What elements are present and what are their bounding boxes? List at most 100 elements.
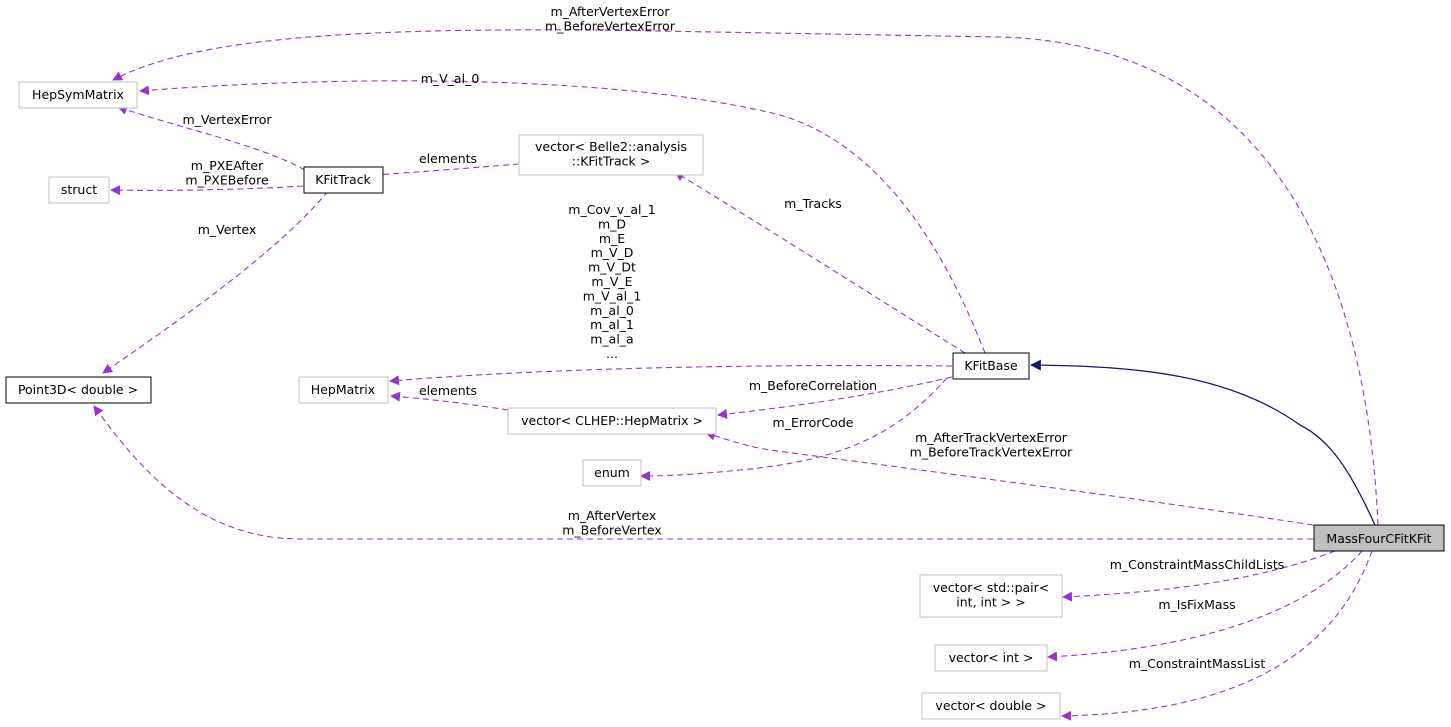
label-line: KFitTrack [315,172,371,187]
edges [93,29,1379,721]
label-line: Point3D< double > [18,382,138,397]
node-vector-pair[interactable]: vector< std::pair<int, int > > [919,574,1063,618]
label-line: m_V_Dt [588,260,636,275]
label-line: m_V_al_0 [421,71,480,86]
node-vector-kfittrack[interactable]: vector< Belle2::analysis::KFitTrack > [518,134,704,176]
label-line: vector< CLHEP::HepMatrix > [521,413,703,428]
label-line: vector< int > [949,650,1034,665]
label-line: m_AfterVertex [568,508,657,523]
label-line: vector< double > [935,698,1046,713]
edge-inheritance [1029,359,1376,526]
node-label: vector< CLHEP::HepMatrix > [521,413,703,428]
label-line: m_Tracks [784,196,842,211]
label-line: m_ConstraintMassChildLists [1110,557,1285,572]
nodes: HepSymMatrix struct KFitTrack Point3D< d… [5,81,1445,720]
edge-tracks [674,171,966,354]
label-line: m_BeforeVertex [562,522,661,537]
label-line: elements [419,151,477,166]
edge-error-code [640,377,948,481]
label-vertex: m_Vertex [198,222,257,237]
label-line: HepSymMatrix [32,87,124,102]
label-vertex-error: m_VertexError [182,112,272,127]
label-hepmatrix-elements: elements [419,383,477,398]
label-line: m_BeforeVertexError [545,18,676,33]
edge-after-vertex-error [112,29,1379,526]
label-line: m_PXEAfter [191,158,264,173]
label-line: m_PXEBefore [185,172,269,187]
edge-after-track-vertex-error [705,430,1314,526]
label-line: m_E [599,231,625,246]
label-line: ... [606,346,618,361]
label-kfittrack-elements: elements [419,151,477,166]
label-line: enum [594,465,630,480]
label-line: m_IsFixMass [1158,597,1235,612]
edge-is-fix-mass [1047,550,1363,662]
label-line: m_Vertex [198,222,257,237]
node-label: enum [594,465,630,480]
edge-vertex-error [117,105,306,171]
edge-constraint-mass-child-lists [1062,550,1336,602]
label-line: m_D [598,216,626,231]
node-vector-hepmatrix[interactable]: vector< CLHEP::HepMatrix > [507,407,717,435]
node-label: vector< std::pair<int, int > > [933,580,1050,609]
edge-after-vertex [93,405,1313,540]
node-struct[interactable]: struct [48,176,110,204]
label-error-code: m_ErrorCode [773,415,854,430]
node-label: vector< double > [935,698,1046,713]
node-massfourcfitkfit[interactable]: MassFourCFitKFit [1313,524,1445,552]
node-kfittrack[interactable]: KFitTrack [303,166,384,194]
node-point3d[interactable]: Point3D< double > [5,376,152,404]
label-line: m_V_al_1 [583,288,642,303]
edge-v-al-0 [139,80,986,354]
label-line: m_V_D [591,245,634,260]
label-line: m_ConstraintMassList [1129,656,1266,671]
label-line: vector< Belle2::analysis [535,139,687,154]
node-label: KFitTrack [315,172,371,187]
edge-vertex [102,190,329,374]
node-vector-double[interactable]: vector< double > [921,692,1061,720]
label-tracks: m_Tracks [784,196,842,211]
label-line: m_AfterVertexError [550,4,670,19]
node-hepsymmatrix[interactable]: HepSymMatrix [18,81,138,109]
label-line: m_Cov_v_al_1 [568,202,655,217]
node-label: struct [61,182,97,197]
label-before-correlation: m_BeforeCorrelation [749,378,877,393]
label-line: HepMatrix [311,382,375,397]
node-label: Point3D< double > [18,382,138,397]
node-hepmatrix[interactable]: HepMatrix [298,376,389,404]
edge-kfittrack-elements [372,163,520,180]
label-line: m_BeforeCorrelation [749,378,877,393]
edge-pxe [110,185,304,196]
label-line: m_AfterTrackVertexError [915,430,1068,445]
label-line: m_al_0 [590,303,634,318]
label-line: m_BeforeTrackVertexError [910,444,1074,459]
label-line: KFitBase [964,358,1018,373]
label-constraint-mass-list: m_ConstraintMassList [1129,656,1266,671]
node-label: HepMatrix [311,382,375,397]
node-label: vector< Belle2::analysis::KFitTrack > [535,139,687,168]
label-line: ::KFitTrack > [572,153,650,168]
edge-hepmatrix-elements [390,391,509,411]
label-line: struct [61,182,97,197]
label-line: m_al_a [590,332,633,347]
node-enum[interactable]: enum [582,459,642,487]
label-is-fix-mass: m_IsFixMass [1158,597,1235,612]
label-line: m_ErrorCode [773,415,854,430]
label-line: MassFourCFitKFit [1326,531,1431,546]
node-vector-int[interactable]: vector< int > [934,644,1048,672]
label-line: m_V_E [591,274,632,289]
label-line: int, int > > [956,594,1025,609]
label-line: m_VertexError [182,112,272,127]
edge-kfitbase-hepmatrix [389,364,953,386]
label-line: m_al_1 [590,317,634,332]
node-kfitbase[interactable]: KFitBase [952,352,1030,380]
edge-constraint-mass-list [1061,550,1373,721]
node-label: vector< int > [949,650,1034,665]
